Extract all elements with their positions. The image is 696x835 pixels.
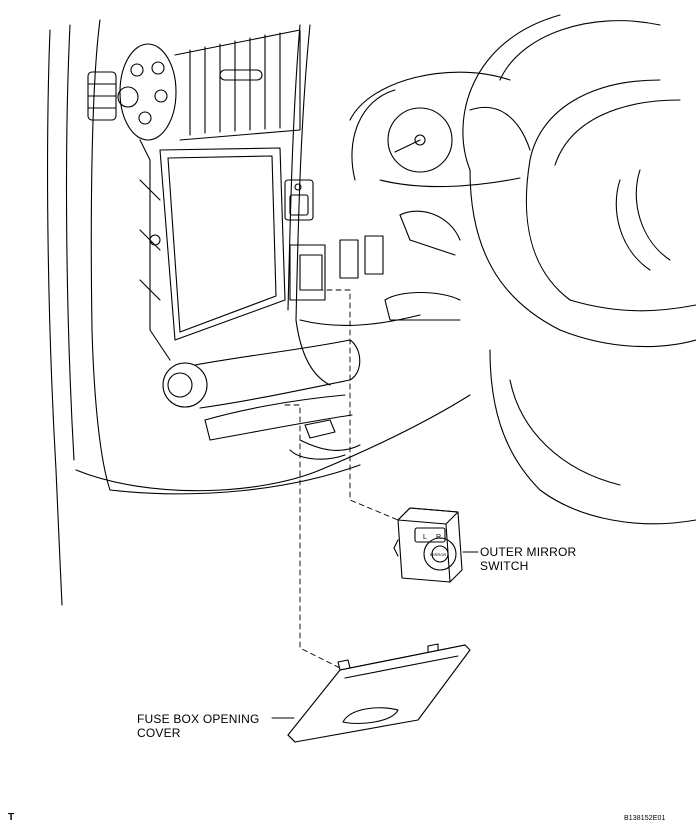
left-air-vent	[88, 72, 116, 120]
dashed-leader-lines	[285, 290, 398, 668]
outer-mirror-switch-label-line-1: OUTER MIRROR	[480, 545, 577, 559]
figure-code: B138152E01	[624, 815, 666, 822]
steering-wheel	[463, 15, 696, 347]
footer-left-mark: T	[8, 812, 15, 823]
fuse-box-opening-cover-label-line-2: COVER	[137, 726, 181, 740]
switch-panel	[285, 180, 383, 300]
callout-leaders	[272, 552, 478, 718]
switch-button-r: R	[436, 534, 441, 541]
switch-knob-label: MIRROR	[430, 552, 446, 557]
instrument-cluster	[350, 72, 530, 186]
outer-mirror-switch-label: OUTER MIRROR SWITCH	[480, 545, 576, 573]
center-air-vent	[118, 30, 300, 140]
outer-mirror-switch-drawing	[394, 508, 462, 582]
outer-mirror-switch-label-line-2: SWITCH	[480, 559, 529, 573]
fuse-box-opening-cover-label: FUSE BOX OPENING COVER	[137, 712, 260, 740]
center-console-panel	[140, 140, 285, 360]
lower-dash-fuse-area	[205, 395, 360, 459]
steering-column	[385, 211, 696, 524]
switch-button-l: L	[423, 534, 427, 541]
fuse-box-cover-drawing	[288, 644, 470, 742]
fuse-box-opening-cover-label-line-1: FUSE BOX OPENING	[137, 712, 260, 726]
lower-center-bar	[163, 340, 360, 408]
dashboard-outline	[48, 20, 470, 605]
